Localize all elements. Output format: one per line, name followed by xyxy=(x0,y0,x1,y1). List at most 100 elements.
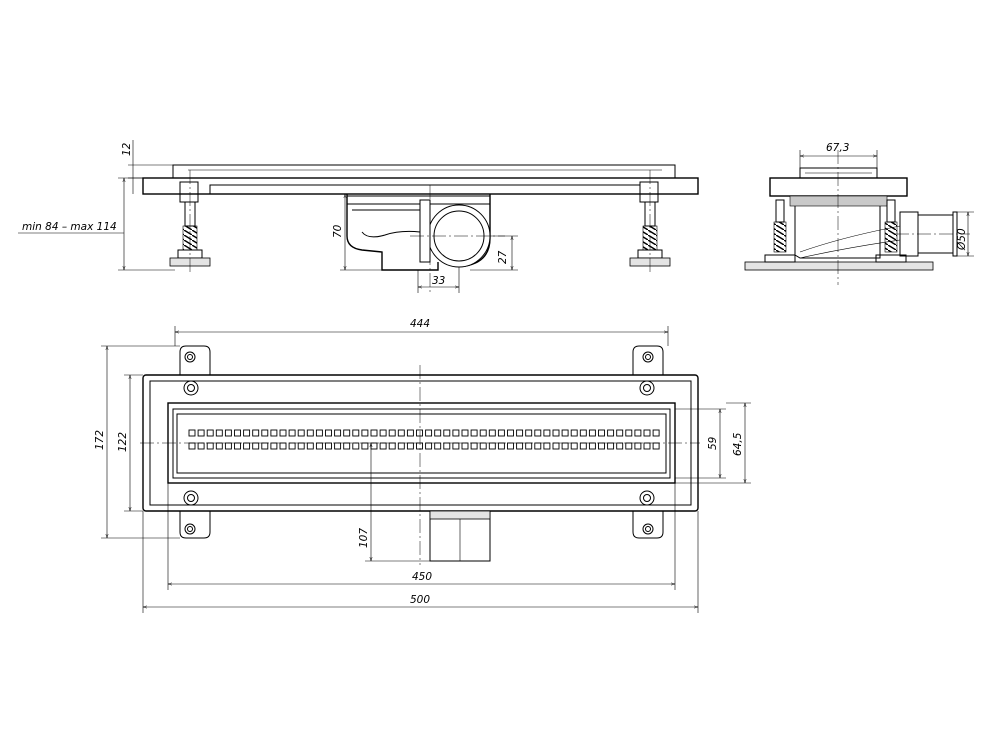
grate-slot xyxy=(370,442,378,450)
grate-slot xyxy=(397,442,405,450)
grate-slot xyxy=(434,442,442,450)
grate-slot xyxy=(616,429,624,437)
grate-slot xyxy=(634,442,642,450)
grate-slot xyxy=(488,442,496,450)
side-view: min 84 – max 114 12 70 27 33 xyxy=(18,140,699,293)
grate-slot xyxy=(388,429,396,437)
dim-grate-width: 59 xyxy=(707,436,719,450)
grate-slot xyxy=(416,429,423,437)
grate-slot xyxy=(279,442,287,450)
grate-slot xyxy=(197,429,205,437)
grate-slot xyxy=(507,429,514,437)
dim-frame: 12 xyxy=(121,142,133,156)
mounting-tab-bottom-right xyxy=(632,511,664,539)
grate-slot xyxy=(570,429,578,437)
grate-slot xyxy=(315,429,323,437)
grate-slot xyxy=(425,442,433,450)
left-adjustable-foot xyxy=(169,170,211,272)
grate-slot xyxy=(334,442,342,450)
grate-slot xyxy=(297,429,305,437)
grate-slot xyxy=(497,442,505,450)
grate-slot xyxy=(270,429,278,437)
grate-slot xyxy=(370,429,378,437)
siphon-body xyxy=(346,185,505,292)
grate-slot xyxy=(579,429,587,437)
grate-slot xyxy=(452,429,460,437)
grate-slot xyxy=(607,442,615,450)
grate-slot xyxy=(352,442,360,450)
grate-slot xyxy=(243,442,251,450)
grate-slot xyxy=(315,442,323,450)
grate-slot xyxy=(525,429,533,437)
grate-slot xyxy=(507,442,514,450)
dim-height-adjust: min 84 – max 114 xyxy=(22,221,117,233)
grate-slot xyxy=(206,442,214,450)
grate-slot xyxy=(197,442,205,450)
grate-slot xyxy=(607,429,615,437)
grate-slot xyxy=(643,429,651,437)
grate-slot xyxy=(288,442,296,450)
grate-slot xyxy=(561,429,569,437)
grate-slot xyxy=(406,429,414,437)
grate-slot xyxy=(479,442,487,450)
grate-slot xyxy=(379,442,387,450)
grate-slot xyxy=(206,429,214,437)
grate-slot xyxy=(561,442,569,450)
grate-slot xyxy=(643,442,651,450)
grate-slot xyxy=(252,442,260,450)
grate-slot xyxy=(406,442,414,450)
grate-slot xyxy=(361,429,369,437)
grate-slot xyxy=(270,442,278,450)
dim-outlet-height: 27 xyxy=(497,250,509,264)
right-adjustable-foot xyxy=(629,170,671,272)
grate-slot xyxy=(343,429,351,437)
dim-feet-span: 444 xyxy=(410,318,430,330)
grate-slot xyxy=(497,429,505,437)
grate-slot xyxy=(306,429,314,437)
grate-slot xyxy=(570,442,578,450)
grate-slot xyxy=(234,442,241,450)
grate-slot xyxy=(224,442,232,450)
grate-slot xyxy=(479,429,487,437)
grate-slot xyxy=(188,442,196,450)
grate-slot xyxy=(306,442,314,450)
grate-slot xyxy=(543,429,551,437)
dim-outlet-offset: 107 xyxy=(358,528,370,548)
grate-slot xyxy=(361,442,369,450)
grate-slot xyxy=(224,429,232,437)
grate-slot xyxy=(516,429,524,437)
grate-slot xyxy=(243,429,251,437)
grate-slot xyxy=(470,429,478,437)
grate-slot xyxy=(352,429,360,437)
grate-slot xyxy=(634,429,642,437)
grate-slot xyxy=(488,429,496,437)
grate-slot xyxy=(552,442,560,450)
grate-slot xyxy=(516,442,524,450)
grate-slot xyxy=(452,442,460,450)
grate-slot xyxy=(588,429,596,437)
dim-body-width: 67,3 xyxy=(826,142,849,154)
grate-slot xyxy=(461,429,469,437)
grate-slot xyxy=(625,429,633,437)
grate-slot xyxy=(215,442,223,450)
grate-slot xyxy=(598,442,605,450)
grate-slot xyxy=(525,442,533,450)
grate-slot xyxy=(397,429,405,437)
grate-slots xyxy=(188,429,660,450)
grate-slot xyxy=(215,429,223,437)
grate-slot xyxy=(334,429,342,437)
mounting-tab-top-left xyxy=(179,345,211,375)
grate-slot xyxy=(188,429,196,437)
dim-channel-width: 64,5 xyxy=(732,432,744,456)
grate-slot xyxy=(288,429,296,437)
grate-slot xyxy=(443,442,451,450)
grate-slot xyxy=(434,429,442,437)
grate-slot xyxy=(252,429,260,437)
grate-slot xyxy=(261,442,269,450)
dim-outlet-width: 33 xyxy=(432,275,445,287)
grate-slot xyxy=(261,429,269,437)
mounting-tab-top-right xyxy=(632,345,664,375)
dim-overall-width: 172 xyxy=(94,430,106,450)
dim-frame-width: 122 xyxy=(117,432,129,452)
